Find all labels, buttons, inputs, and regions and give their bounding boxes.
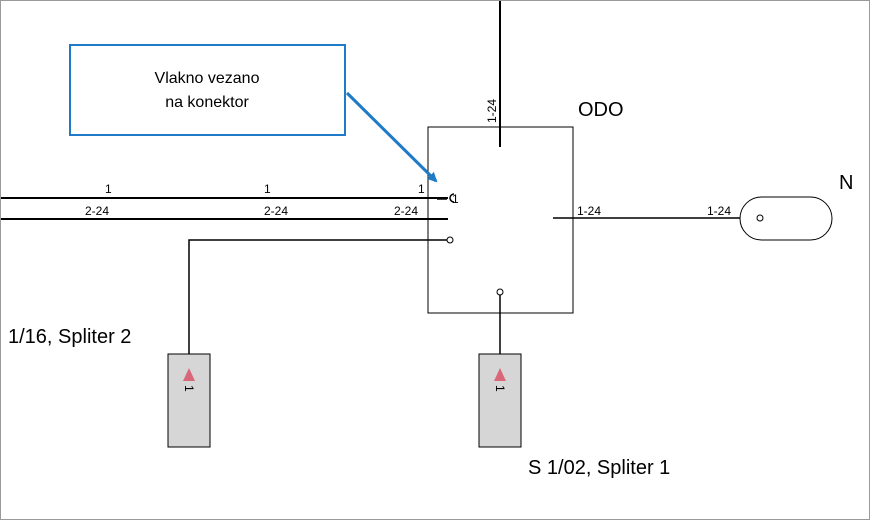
row2-label-c: 2-24 xyxy=(394,204,418,218)
row2-label-a: 2-24 xyxy=(85,204,109,218)
splitter-bottom-triangle xyxy=(494,368,506,381)
splitter-bottom xyxy=(478,353,522,448)
odo-port-left xyxy=(446,236,454,244)
row1-label-a: 1 xyxy=(105,182,112,196)
n-label: N xyxy=(839,172,853,194)
splitter-bottom-label: S 1/02, Spliter 1 xyxy=(528,457,670,479)
splitter-left xyxy=(167,353,211,448)
odo-box xyxy=(427,126,574,314)
row1-label-b: 1 xyxy=(264,182,271,196)
callout-line1: Vlakno vezano xyxy=(155,70,260,87)
callout-box xyxy=(69,44,346,136)
n-node-port xyxy=(756,214,764,222)
row1-label-c: 1 xyxy=(418,182,425,196)
odo-label: ODO xyxy=(578,99,624,121)
splitter-bottom-port: 1 xyxy=(493,385,507,392)
splitter-left-port: 1 xyxy=(182,385,196,392)
right-label-a: 1-24 xyxy=(577,204,601,218)
right-label-b: 1-24 xyxy=(707,204,731,218)
callout-line2: na konektor xyxy=(165,94,249,111)
n-node xyxy=(739,196,833,241)
callout-arrow xyxy=(345,91,438,183)
top-cable-label: 1-24 xyxy=(485,99,499,123)
connector-symbol xyxy=(437,193,455,203)
left-splitter-cable xyxy=(188,239,447,354)
splitter-left-triangle xyxy=(183,368,195,381)
connector-label: 1 xyxy=(452,192,459,206)
row2-label-b: 2-24 xyxy=(264,204,288,218)
splitter-left-label: 1/16, Spliter 2 xyxy=(8,326,131,348)
odo-port-bottom xyxy=(496,288,504,296)
